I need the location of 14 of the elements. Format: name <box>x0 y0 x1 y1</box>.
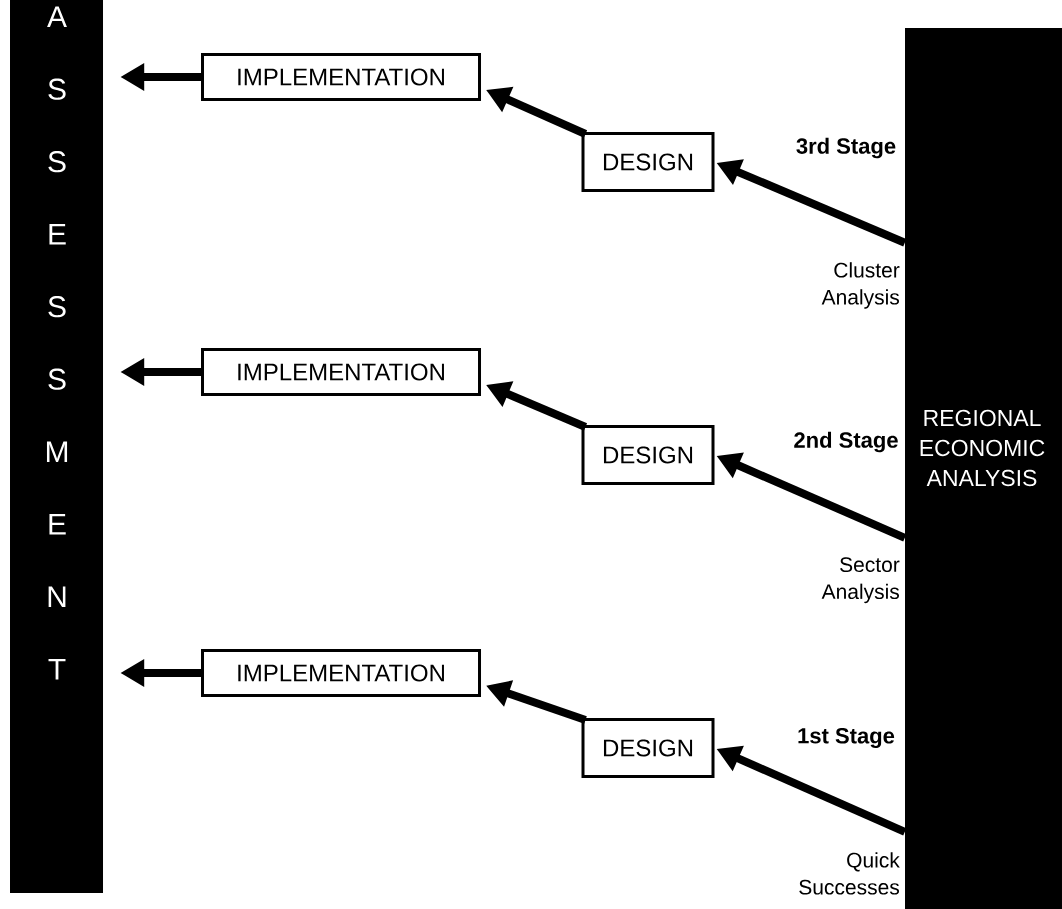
stage-note: Cluster Analysis <box>821 262 900 309</box>
edge-label: 2nd Stage <box>792 430 900 454</box>
design-box: DESIGN <box>581 425 715 485</box>
stage-note: Sector Analysis <box>821 557 900 604</box>
assessment-bar: ASSESSMENT <box>10 0 103 893</box>
design-box: DESIGN <box>581 132 715 192</box>
edge-label: 1st Stage <box>796 727 896 749</box>
analysis-bar: REGIONAL ECONOMIC ANALYSIS <box>905 28 1062 909</box>
stage-note: Quick Successes <box>799 852 900 895</box>
design-box: DESIGN <box>581 718 715 778</box>
implementation-box: IMPLEMENTATION <box>201 53 481 101</box>
implementation-box: IMPLEMENTATION <box>201 649 481 697</box>
edge-label: 3rd Stage <box>794 136 898 160</box>
implementation-box: IMPLEMENTATION <box>201 348 481 396</box>
